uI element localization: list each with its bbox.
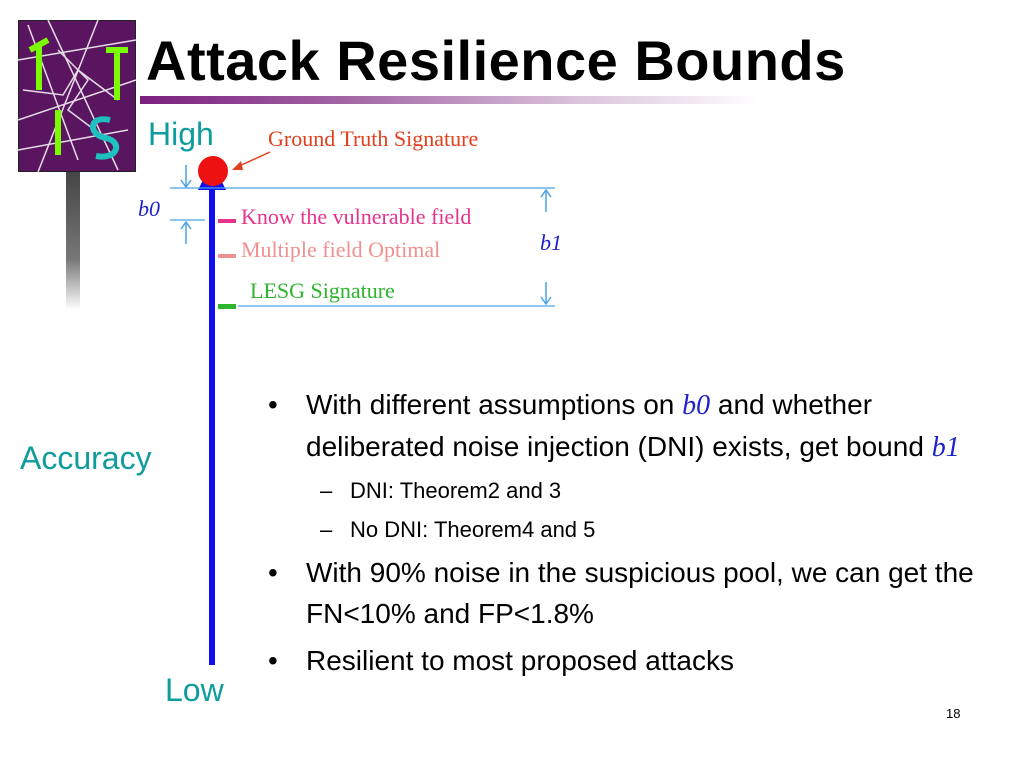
- multiple-field-label: Multiple field Optimal: [241, 237, 441, 262]
- bullet-list: • With different assumptions on b0 and w…: [268, 384, 1008, 687]
- title-underline: [140, 96, 760, 104]
- high-label: High: [148, 116, 214, 152]
- low-label: Low: [165, 672, 224, 708]
- bullet-dash: –: [320, 517, 333, 542]
- slide-title: Attack Resilience Bounds: [146, 29, 846, 92]
- bullet-dot: •: [268, 389, 278, 420]
- ground-truth-label: Ground Truth Signature: [268, 126, 479, 151]
- b0-arrows: [180, 165, 192, 244]
- know-field-tick: [218, 219, 236, 223]
- lesg-tick: [218, 304, 236, 309]
- bullet-item: • With 90% noise in the suspicious pool,…: [268, 552, 1008, 634]
- bullet-dot: •: [268, 557, 278, 588]
- bullet-item: • Resilient to most proposed attacks: [268, 640, 1008, 681]
- bullet-item: • With different assumptions on b0 and w…: [268, 384, 1008, 468]
- multiple-field-tick: [218, 254, 236, 258]
- b1-arrows: [540, 188, 552, 306]
- sub-bullet-item: – No DNI: Theorem4 and 5: [268, 513, 1008, 546]
- accuracy-label: Accuracy: [20, 440, 152, 476]
- b0-inline: b0: [682, 390, 711, 421]
- bullet-dot: •: [268, 645, 278, 676]
- logo-shadow: [66, 140, 80, 310]
- b0-label: b0: [138, 196, 160, 221]
- lab-logo: [18, 20, 136, 172]
- page-number: 18: [946, 706, 961, 721]
- lesg-label: LESG Signature: [250, 278, 395, 303]
- know-field-label: Know the vulnerable field: [241, 204, 472, 229]
- b1-inline: b1: [931, 432, 960, 463]
- sub-bullet-item: – DNI: Theorem2 and 3: [268, 474, 1008, 507]
- ground-truth-dot: [198, 156, 228, 186]
- bullet-dash: –: [320, 478, 333, 503]
- b1-label: b1: [540, 230, 562, 255]
